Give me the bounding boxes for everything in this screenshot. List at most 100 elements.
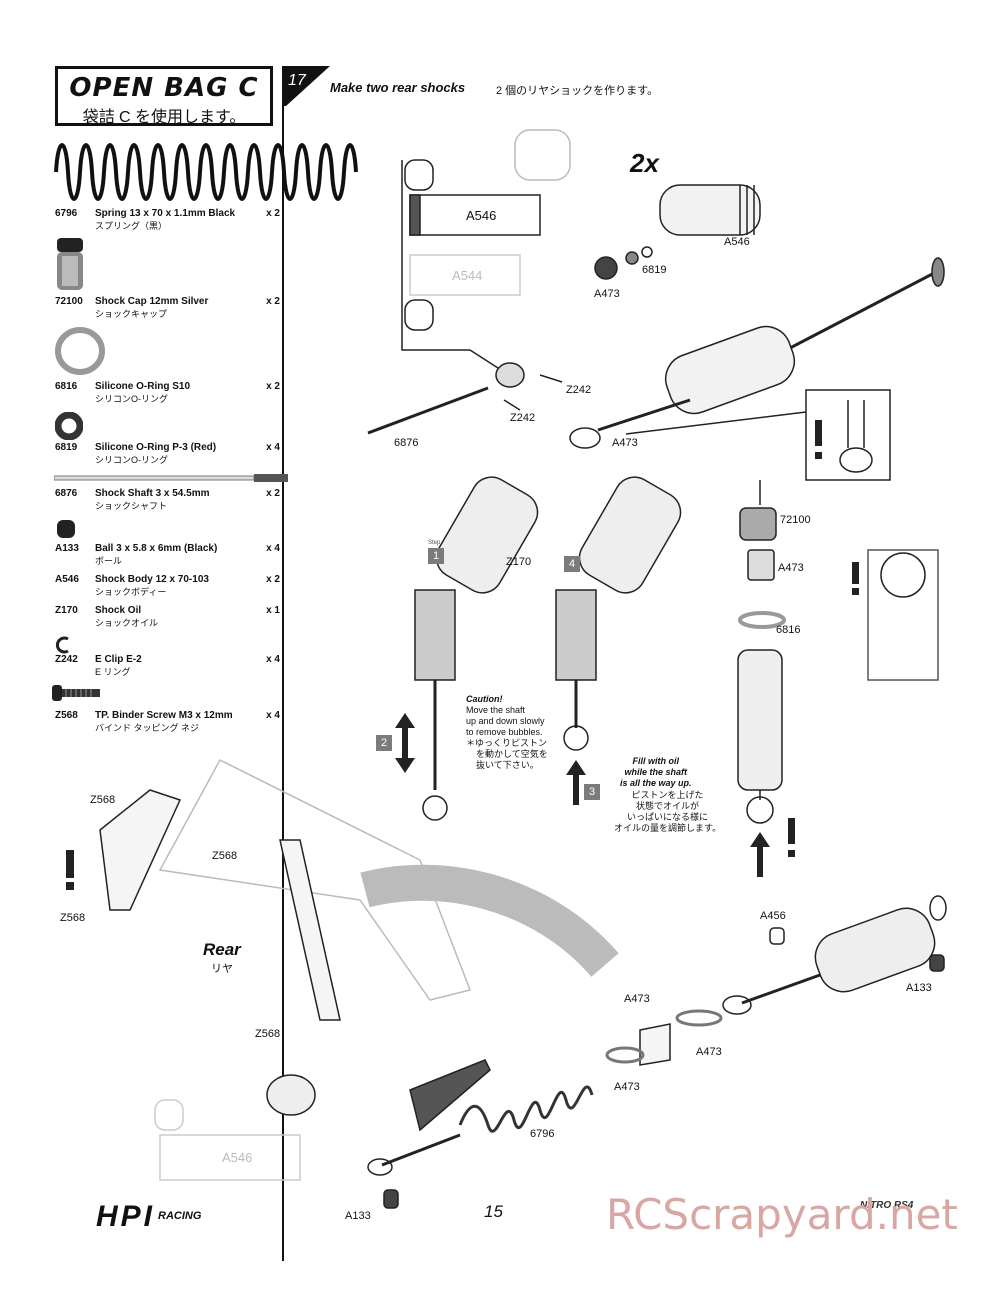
part-name: Shock Shaft 3 x 54.5mm (95, 488, 210, 499)
o-ring-p3-icon (55, 412, 83, 440)
label-a473-8: A473 (614, 1081, 640, 1093)
part-qty: x 4 (266, 710, 280, 721)
fill-line-3: is all the way up. (620, 778, 692, 788)
part-code: Z170 (55, 605, 78, 616)
part-code: Z242 (55, 654, 78, 665)
part-qty: x 4 (266, 442, 280, 453)
o-ring-s10-icon (55, 327, 105, 375)
label-z242-a: Z242 (566, 384, 592, 396)
part-name: Shock Body 12 x 70-103 (95, 574, 209, 585)
part-name-jp: シリコンO-リング (95, 455, 168, 465)
part-qty: x 4 (266, 654, 280, 665)
open-bag-box: OPEN BAG C 袋詰 C を使用します。 (55, 66, 273, 126)
part-name-jp: バインド タッピング ネジ (95, 723, 200, 733)
part-name-jp: シリコンO-リング (95, 394, 168, 404)
fill-note-jp: ピストンを上げた 状態でオイルが いっぱいになる様に オイルの量を調節します。 (614, 790, 721, 834)
part-qty: x 4 (266, 543, 280, 554)
label-6816: 6816 (776, 624, 801, 636)
label-6796: 6796 (530, 1128, 555, 1140)
part-code: A546 (55, 574, 79, 585)
part-name-jp: ショックボディー (95, 587, 167, 597)
label-2x: 2x (630, 148, 659, 178)
binder-screw-icon (52, 685, 100, 701)
part-name: Silicone O-Ring P-3 (Red) (95, 442, 217, 453)
part-name: Shock Oil (95, 605, 142, 616)
label-a473-4: A473 (696, 1046, 722, 1058)
step-badge-1: 1 (428, 548, 444, 564)
e-clip-icon (55, 636, 69, 654)
product-logo: NITRO RS4 (860, 1200, 914, 1211)
label-a546-bottom: A546 (222, 1150, 253, 1165)
part-name: Silicone O-Ring S10 (95, 381, 191, 392)
fill-jp-2: 状態でオイルが (636, 801, 700, 811)
step-badge-4: 4 (564, 556, 580, 572)
caution-line-1: Move the shaft (466, 705, 526, 715)
bag-subtitle: 袋詰 C を使用します。 (82, 109, 246, 126)
step-tag: Step (428, 540, 441, 546)
label-6819: 6819 (642, 264, 667, 276)
label-a133-right: A133 (906, 982, 932, 994)
part-code: 6796 (55, 208, 78, 219)
label-a546-top: A546 (466, 208, 497, 223)
step-title-jp: 2 個のリヤショックを作ります。 (496, 85, 659, 97)
part-qty: x 2 (266, 574, 280, 585)
hpi-logo: HPI (96, 1200, 156, 1233)
caution-jp-1: ＊ゆっくりピストン (466, 738, 548, 748)
ball-icon (57, 520, 75, 538)
spring-illustration (54, 143, 358, 201)
part-name-jp: ショックオイル (95, 618, 159, 628)
part-name: Spring 13 x 70 x 1.1mm Black (95, 208, 236, 219)
part-code: 72100 (55, 296, 83, 307)
part-name: E Clip E-2 (95, 654, 142, 665)
label-72100: 72100 (780, 514, 811, 526)
label-z568-d: Z568 (255, 1028, 281, 1040)
part-code: Z568 (55, 710, 78, 721)
part-qty: x 2 (266, 381, 280, 392)
part-code: 6876 (55, 488, 78, 499)
part-code: A133 (55, 543, 79, 554)
part-name: Shock Cap 12mm Silver (95, 296, 209, 307)
part-qty: x 2 (266, 488, 280, 499)
step-number-tab (284, 66, 330, 106)
step-badge-2: 2 (376, 735, 392, 751)
shock-cap-icon (57, 238, 83, 290)
label-a456: A456 (760, 910, 786, 922)
part-name: Ball 3 x 5.8 x 6mm (Black) (95, 543, 218, 554)
fill-note: Fill with oil while the shaft is all the… (620, 756, 692, 789)
label-z568-a: Z568 (90, 794, 116, 806)
part-name-jp: スプリング（黒） (95, 221, 168, 231)
part-name: TP. Binder Screw M3 x 12mm (95, 710, 233, 721)
label-z568-c: Z568 (60, 912, 86, 924)
label-a544: A544 (452, 268, 483, 283)
part-code: 6819 (55, 442, 78, 453)
part-name-jp: ショックキャップ (95, 309, 168, 319)
label-rear: Rear (203, 940, 241, 959)
shock-shaft-icon (54, 474, 288, 482)
bag-title: OPEN BAG C (69, 73, 259, 103)
fill-line-1: Fill with oil (632, 756, 680, 766)
caution-line-3: to remove bubbles. (466, 727, 543, 737)
part-name-jp: E リング (95, 667, 131, 677)
watermark: RCScrapyard.net (606, 1190, 958, 1239)
page-number: 15 (484, 1202, 503, 1221)
label-z242-b: Z242 (510, 412, 536, 424)
label-a473-2: A473 (612, 437, 638, 449)
fill-jp-1: ピストンを上げた (631, 790, 704, 800)
step-badge-3: 3 (584, 784, 600, 800)
part-qty: x 2 (266, 296, 280, 307)
part-name-jp: ショックシャフト (95, 501, 168, 511)
label-z170: Z170 (506, 556, 532, 568)
fill-jp-3: いっぱいになる様に (627, 812, 709, 822)
caution-title: Caution! (466, 694, 503, 704)
caution-jp-3: 抜いて下さい。 (476, 760, 539, 770)
label-a473-10: A473 (624, 993, 650, 1005)
caution-line-2: up and down slowly (466, 716, 545, 726)
label-z568-b: Z568 (212, 850, 238, 862)
step-title: Make two rear shocks (330, 80, 466, 95)
caution-note: Caution! Move the shaft up and down slow… (466, 694, 548, 771)
label-rear-jp: リヤ (211, 963, 233, 975)
part-qty: x 2 (266, 208, 280, 219)
column-divider (282, 66, 284, 1261)
label-a473-3: A473 (778, 562, 804, 574)
